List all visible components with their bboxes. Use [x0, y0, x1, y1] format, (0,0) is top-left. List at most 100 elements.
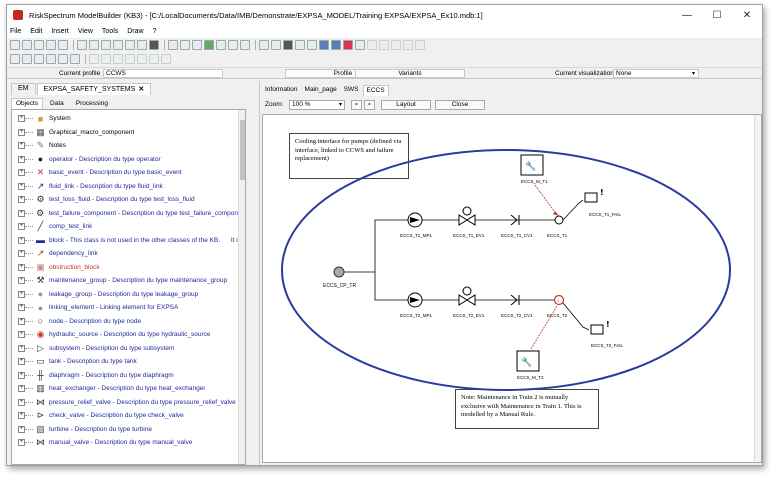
tree-item[interactable]: +✕basic_event - Description du type basi… — [12, 166, 244, 179]
tree-item[interactable]: +⋈pressure_relief_valve - Description du… — [12, 396, 244, 409]
zoom-out-icon[interactable]: ⌕ — [364, 100, 375, 110]
move-tool-icon[interactable] — [22, 54, 32, 64]
help-icon[interactable] — [240, 40, 250, 50]
arc-tool-icon[interactable] — [125, 54, 135, 64]
diagram-canvas[interactable]: Cooling interface for pumps (defined via… — [262, 114, 762, 463]
expand-icon[interactable]: + — [18, 223, 25, 230]
fill-tool-icon[interactable] — [137, 54, 147, 64]
delete-icon[interactable] — [77, 40, 87, 50]
note-cooling-interface[interactable]: Cooling interface for pumps (defined via… — [289, 133, 409, 179]
menu-view[interactable]: View — [77, 28, 93, 35]
save-all-icon[interactable] — [46, 40, 56, 50]
expand-icon[interactable]: + — [18, 263, 25, 271]
results-icon[interactable] — [403, 40, 413, 50]
layout-icon[interactable] — [319, 40, 329, 50]
paste-icon[interactable] — [113, 40, 123, 50]
settings-icon[interactable] — [415, 40, 425, 50]
expand-icon[interactable]: + — [18, 277, 25, 284]
tab-objects[interactable]: Objects — [11, 98, 44, 109]
table-icon[interactable] — [259, 40, 269, 50]
image-tool-icon[interactable] — [89, 54, 99, 64]
cut-icon[interactable] — [89, 40, 99, 50]
tree-item[interactable]: +⋈manual_valve - Description du type man… — [12, 436, 244, 449]
print-icon[interactable] — [192, 40, 202, 50]
tab-information[interactable]: Information — [265, 86, 298, 93]
source-node[interactable] — [333, 266, 345, 278]
expand-icon[interactable]: + — [18, 398, 25, 406]
expand-icon[interactable] — [216, 40, 226, 50]
node-t1-icon[interactable] — [554, 215, 564, 225]
expand-icon[interactable]: + — [18, 331, 25, 338]
tree-scrollbar[interactable] — [238, 110, 245, 464]
polygon-tool-icon[interactable] — [113, 54, 123, 64]
variants-button[interactable]: Variants — [355, 69, 465, 78]
tree-item[interactable]: +▬block - This class is not used in the … — [12, 234, 244, 247]
menu-edit[interactable]: Edit — [30, 28, 43, 35]
save-icon[interactable] — [34, 40, 44, 50]
expand-icon[interactable]: + — [18, 425, 25, 433]
undo-icon[interactable] — [125, 40, 135, 50]
group-icon[interactable] — [343, 40, 353, 50]
maint-t2-box[interactable] — [516, 350, 540, 372]
expand-icon[interactable]: + — [18, 169, 25, 176]
expand-icon[interactable]: + — [18, 115, 25, 122]
redo-icon[interactable] — [137, 40, 147, 50]
zoom-in-icon[interactable]: ⌕ — [351, 100, 362, 110]
menu-help[interactable]: ? — [152, 28, 157, 35]
valve-t2-left-icon[interactable] — [458, 294, 468, 306]
expand-icon[interactable]: + — [18, 209, 25, 217]
tree-item[interactable]: +↗fluid_link - Description du type fluid… — [12, 180, 244, 193]
expand-icon[interactable]: + — [18, 128, 25, 136]
tab-main-page[interactable]: Main_page — [304, 86, 337, 93]
fail-t1-icon[interactable] — [584, 192, 598, 203]
tree-item[interactable]: +◉hydraulic_source - Description du type… — [12, 328, 244, 341]
expand-icon[interactable]: + — [18, 142, 25, 149]
tree-item[interactable]: +●linking_element - Linking element for … — [12, 301, 244, 314]
zoom-select[interactable]: 100 % ▾ — [289, 100, 345, 110]
close-window-button[interactable]: ✕ — [742, 9, 752, 21]
tree-item[interactable]: +✎Notes — [12, 139, 244, 152]
expand-icon[interactable]: + — [18, 196, 25, 203]
canvas-scrollbar[interactable] — [754, 115, 761, 462]
tree-item[interactable]: +▣obstruction_block — [12, 261, 244, 274]
properties-icon[interactable] — [58, 40, 68, 50]
find-icon[interactable] — [149, 40, 159, 50]
line-tool-icon[interactable] — [46, 54, 56, 64]
tree-item[interactable]: +▥heat_exchanger - Description du type h… — [12, 382, 244, 395]
tree-item[interactable]: +▧turbine - Description du type turbine — [12, 423, 244, 436]
tree-item[interactable]: +○node - Description du type node — [12, 315, 244, 328]
color-tool-icon[interactable] — [149, 54, 159, 64]
new-file-icon[interactable] — [10, 40, 20, 50]
rectangle-tool-icon[interactable] — [34, 54, 44, 64]
maint-t1-box[interactable] — [520, 154, 544, 176]
collapse-icon[interactable] — [228, 40, 238, 50]
tree-item[interactable]: +▷subsystem - Description du type subsys… — [12, 342, 244, 355]
valve-t1-left-icon[interactable] — [458, 214, 468, 226]
tree-item[interactable]: +⚙test_failure_component - Description d… — [12, 207, 244, 220]
current-profile-field[interactable]: CCWS — [103, 69, 223, 78]
report-icon[interactable] — [391, 40, 401, 50]
generate-icon[interactable] — [367, 40, 377, 50]
expand-icon[interactable]: + — [18, 385, 25, 392]
expand-icon[interactable]: + — [18, 236, 25, 244]
tree-item[interactable]: +╫diaphragm - Description du type diaphr… — [12, 369, 244, 382]
grid-icon[interactable] — [283, 40, 293, 50]
minimize-button[interactable]: — — [682, 9, 692, 21]
expand-icon[interactable]: + — [18, 358, 25, 365]
current-visualization-select[interactable]: None ▾ — [613, 69, 699, 78]
expand-icon[interactable]: + — [18, 412, 25, 419]
expand-icon[interactable]: + — [18, 317, 25, 325]
tab-eccs[interactable]: ECCS — [362, 85, 389, 96]
expand-icon[interactable]: + — [18, 155, 25, 163]
tab-processing[interactable]: Processing — [75, 100, 108, 107]
maximize-button[interactable]: ☐ — [712, 9, 722, 21]
link-icon[interactable] — [331, 40, 341, 50]
expand-icon[interactable]: + — [18, 290, 25, 298]
select-tool-icon[interactable] — [10, 54, 20, 64]
scrollbar-thumb[interactable] — [240, 120, 245, 180]
note-maintenance-rule[interactable]: Note: Maintenance in Train 2 is mutually… — [455, 389, 599, 429]
check-valve-t1-icon[interactable] — [510, 214, 518, 226]
tree-item[interactable]: +■System — [12, 112, 244, 125]
tree-item[interactable]: +▭tank - Description du type tank — [12, 355, 244, 368]
tree-item[interactable]: +●leakage_group - Description du type le… — [12, 288, 244, 301]
